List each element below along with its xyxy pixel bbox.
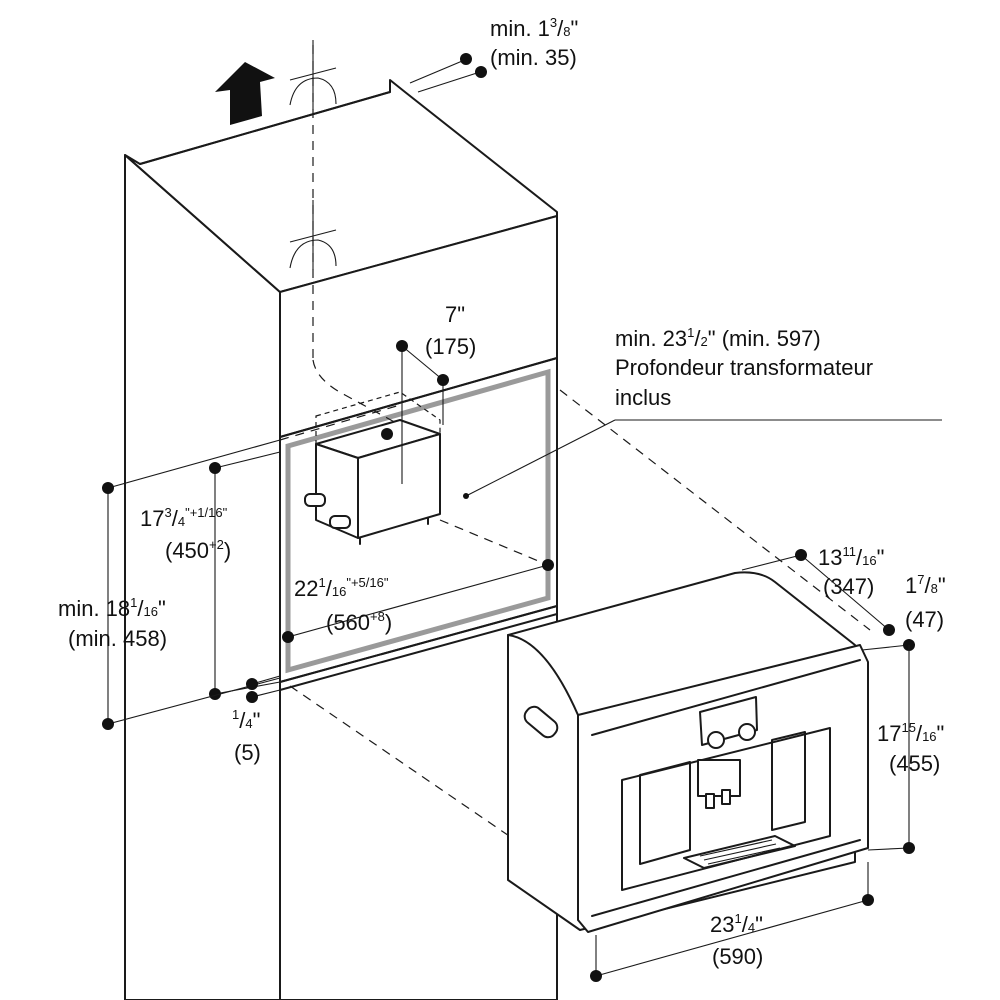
dim-base-gap-dot-1 (246, 678, 258, 690)
vent-symbol-top-arc (289, 77, 337, 106)
dim-appliance-depth-dot-2 (883, 624, 895, 636)
machine-front-top-edge (591, 659, 861, 736)
airflow-arrow-icon (215, 62, 275, 125)
machine-nozzle-1 (705, 793, 715, 809)
label-niche-height-imperial: 173/4"+1/16" (140, 505, 228, 531)
label-top-clearance-metric: (min. 35) (490, 45, 577, 70)
label-floor-height-imperial: min. 181/16" (58, 595, 166, 621)
dimension-labels: min. 13/8" (min. 35) 7" (175) min. 231/2… (58, 15, 946, 969)
dim-niche-height-dot-bottom (209, 688, 221, 700)
dim-niche-height-ext-top (214, 451, 281, 469)
dim-depth-dot (463, 493, 469, 499)
label-top-clearance-imperial: min. 13/8" (490, 15, 578, 41)
label-appliance-width-metric: (590) (712, 944, 763, 969)
dim-appliance-width-dot-right (862, 894, 874, 906)
ventilation-symbol-icon (289, 40, 337, 270)
dim-7-dot-2 (437, 374, 449, 386)
transformer (304, 391, 441, 545)
transformer-connector-1 (304, 493, 326, 507)
label-appliance-depth-metric: (347) (823, 574, 874, 599)
dim-appliance-height-ext (867, 847, 910, 851)
dim-appliance-depth-ext (741, 554, 802, 571)
label-appliance-depth-imperial: 1311/16" (818, 544, 884, 570)
vent-symbol-mid-bar (289, 229, 337, 243)
label-niche-width-imperial: 221/16"+5/16" (294, 575, 389, 601)
label-niche-height-metric: (450+2) (165, 537, 231, 563)
machine-nozzle-2 (721, 789, 731, 805)
depth-guide-top (559, 389, 871, 631)
label-front-depth-imperial: 17/8" (905, 572, 946, 598)
label-transformer-imperial: 7" (445, 302, 465, 327)
cabinet-top-back-edge (139, 91, 391, 165)
label-depth-imperial: min. 231/2" (min. 597) (615, 325, 821, 351)
dim-appliance-depth-line (800, 554, 890, 631)
dim-depth-leader (465, 419, 616, 497)
dim-top-line-1 (409, 58, 468, 84)
dim-niche-width-line (287, 564, 549, 638)
dim-appliance-depth-dot-1 (795, 549, 807, 561)
machine-handle (523, 705, 559, 739)
depth-guide-inner (439, 519, 549, 566)
label-front-depth-metric: (47) (905, 607, 944, 632)
niche-frame (279, 357, 558, 683)
dim-front-depth-ext (861, 644, 910, 651)
dim-base-gap-dot-2 (246, 691, 258, 703)
dim-niche-width-dot-right (542, 559, 554, 571)
dim-niche-width-dot-left (282, 631, 294, 643)
dim-appliance-height-dot (903, 842, 915, 854)
vent-symbol-mid-arc (289, 239, 337, 269)
vent-dashed-curve (312, 359, 401, 426)
label-depth-note-1: Profondeur transformateur (615, 355, 873, 380)
vent-dashed-back (279, 404, 401, 441)
dim-top-line-2 (417, 71, 481, 93)
transformer-connector-2 (329, 515, 351, 529)
dim-floor-height-dot-bottom (102, 718, 114, 730)
dimension-lines (102, 53, 942, 982)
machine-drip-grid (699, 839, 781, 865)
niche-inner-border (285, 368, 551, 674)
tall-cabinet (124, 79, 558, 1000)
dim-top-dot-2 (475, 66, 487, 78)
dim-7-dot-3 (381, 428, 393, 440)
label-base-gap-metric: (5) (234, 740, 261, 765)
coffee-machine (507, 571, 869, 933)
label-floor-height-metric: (min. 458) (68, 626, 167, 651)
cabinet-left-side (124, 154, 281, 1000)
dim-niche-height-dot-top (209, 462, 221, 474)
machine-front-bottom-edge (591, 839, 861, 917)
label-transformer-metric: (175) (425, 334, 476, 359)
label-depth-note-2: inclus (615, 385, 671, 410)
machine-drip-tray (683, 835, 796, 869)
niche-opening (279, 357, 558, 683)
machine-left-panel (639, 761, 691, 865)
label-appliance-height-imperial: 1715/16" (877, 720, 944, 746)
label-base-gap-imperial: 1/4" (232, 707, 260, 733)
dim-7-dot-1 (396, 340, 408, 352)
machine-knob-right (738, 723, 756, 741)
label-appliance-height-metric: (455) (889, 751, 940, 776)
dim-top-dot-1 (460, 53, 472, 65)
machine-right-panel (771, 731, 806, 831)
vent-symbol-top-bar (289, 67, 337, 81)
dim-7-diagonal (401, 345, 444, 381)
label-appliance-width-imperial: 231/4" (710, 911, 763, 937)
machine-side-curve (507, 634, 579, 716)
dim-floor-height-ext-top (107, 439, 281, 489)
label-niche-width-metric: (560+8) (326, 609, 392, 635)
machine-spout (697, 759, 741, 797)
dim-appliance-width-dot-left (590, 970, 602, 982)
dim-appliance-width-line (595, 899, 869, 977)
dim-floor-height-dot-top (102, 482, 114, 494)
machine-knob-left (707, 731, 725, 749)
cabinet-lower-edge (279, 613, 558, 691)
